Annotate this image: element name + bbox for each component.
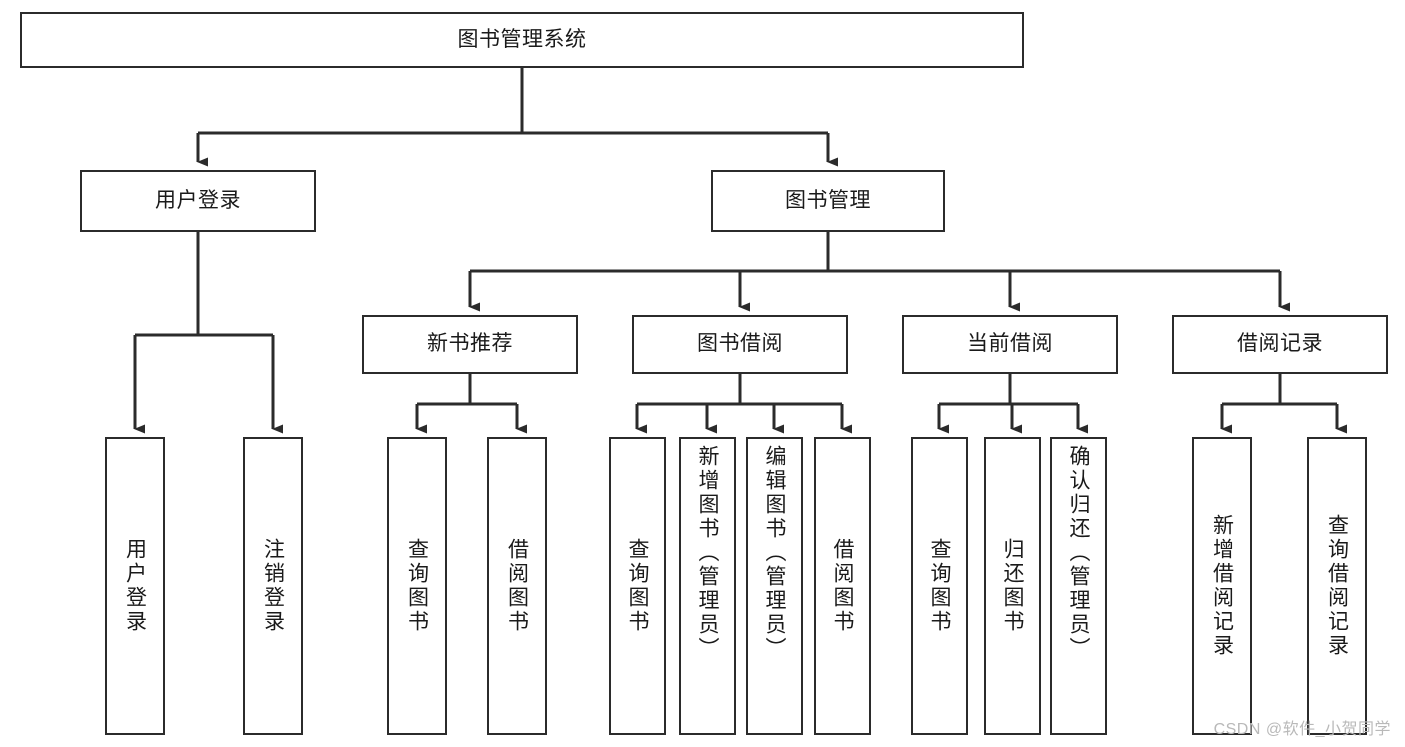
node-leaf-edit-book[interactable]: 编辑图书（管理员） — [746, 437, 803, 735]
node-leaf-user-login[interactable]: 用户登录 — [105, 437, 165, 735]
node-new-book-rec-label: 新书推荐 — [427, 332, 513, 356]
node-leaf-query-record[interactable]: 查询借阅记录 — [1307, 437, 1367, 735]
node-current-borrow[interactable]: 当前借阅 — [902, 315, 1118, 374]
node-user-login[interactable]: 用户登录 — [80, 170, 316, 232]
node-leaf-logout-label: 注销登录 — [261, 538, 285, 634]
node-leaf-add-record-label: 新增借阅记录 — [1210, 514, 1234, 658]
node-leaf-query-book-rec-label: 查询图书 — [405, 538, 429, 634]
node-leaf-edit-book-label: 编辑图书（管理员） — [763, 445, 786, 661]
node-leaf-query-book-bb[interactable]: 查询图书 — [609, 437, 666, 735]
node-leaf-borrow-book-rec[interactable]: 借阅图书 — [487, 437, 547, 735]
node-leaf-query-book-cb-label: 查询图书 — [928, 538, 951, 634]
node-leaf-borrow-book-bb-label: 借阅图书 — [831, 538, 854, 634]
node-new-book-rec[interactable]: 新书推荐 — [362, 315, 578, 374]
node-leaf-logout[interactable]: 注销登录 — [243, 437, 303, 735]
node-leaf-query-book-bb-label: 查询图书 — [626, 538, 649, 634]
node-leaf-add-book-label: 新增图书（管理员） — [696, 445, 719, 661]
node-borrow-record-label: 借阅记录 — [1237, 332, 1323, 356]
node-leaf-add-record[interactable]: 新增借阅记录 — [1192, 437, 1252, 735]
node-leaf-add-book[interactable]: 新增图书（管理员） — [679, 437, 736, 735]
node-book-manage-label: 图书管理 — [785, 188, 871, 212]
node-leaf-borrow-book-bb[interactable]: 借阅图书 — [814, 437, 871, 735]
node-borrow-record[interactable]: 借阅记录 — [1172, 315, 1388, 374]
node-current-borrow-label: 当前借阅 — [967, 332, 1053, 356]
node-leaf-query-record-label: 查询借阅记录 — [1325, 514, 1349, 658]
node-leaf-borrow-book-rec-label: 借阅图书 — [505, 538, 529, 634]
node-book-borrow[interactable]: 图书借阅 — [632, 315, 848, 374]
node-root[interactable]: 图书管理系统 — [20, 12, 1024, 68]
node-leaf-confirm-return[interactable]: 确认归还（管理员） — [1050, 437, 1107, 735]
node-book-borrow-label: 图书借阅 — [697, 332, 783, 356]
node-book-manage[interactable]: 图书管理 — [711, 170, 945, 232]
node-leaf-return-book[interactable]: 归还图书 — [984, 437, 1041, 735]
node-root-label: 图书管理系统 — [457, 27, 587, 51]
node-leaf-user-login-label: 用户登录 — [123, 538, 147, 634]
node-leaf-return-book-label: 归还图书 — [1001, 538, 1024, 634]
node-leaf-confirm-return-label: 确认归还（管理员） — [1067, 445, 1090, 661]
node-leaf-query-book-cb[interactable]: 查询图书 — [911, 437, 968, 735]
node-user-login-label: 用户登录 — [155, 188, 241, 212]
node-leaf-query-book-rec[interactable]: 查询图书 — [387, 437, 447, 735]
